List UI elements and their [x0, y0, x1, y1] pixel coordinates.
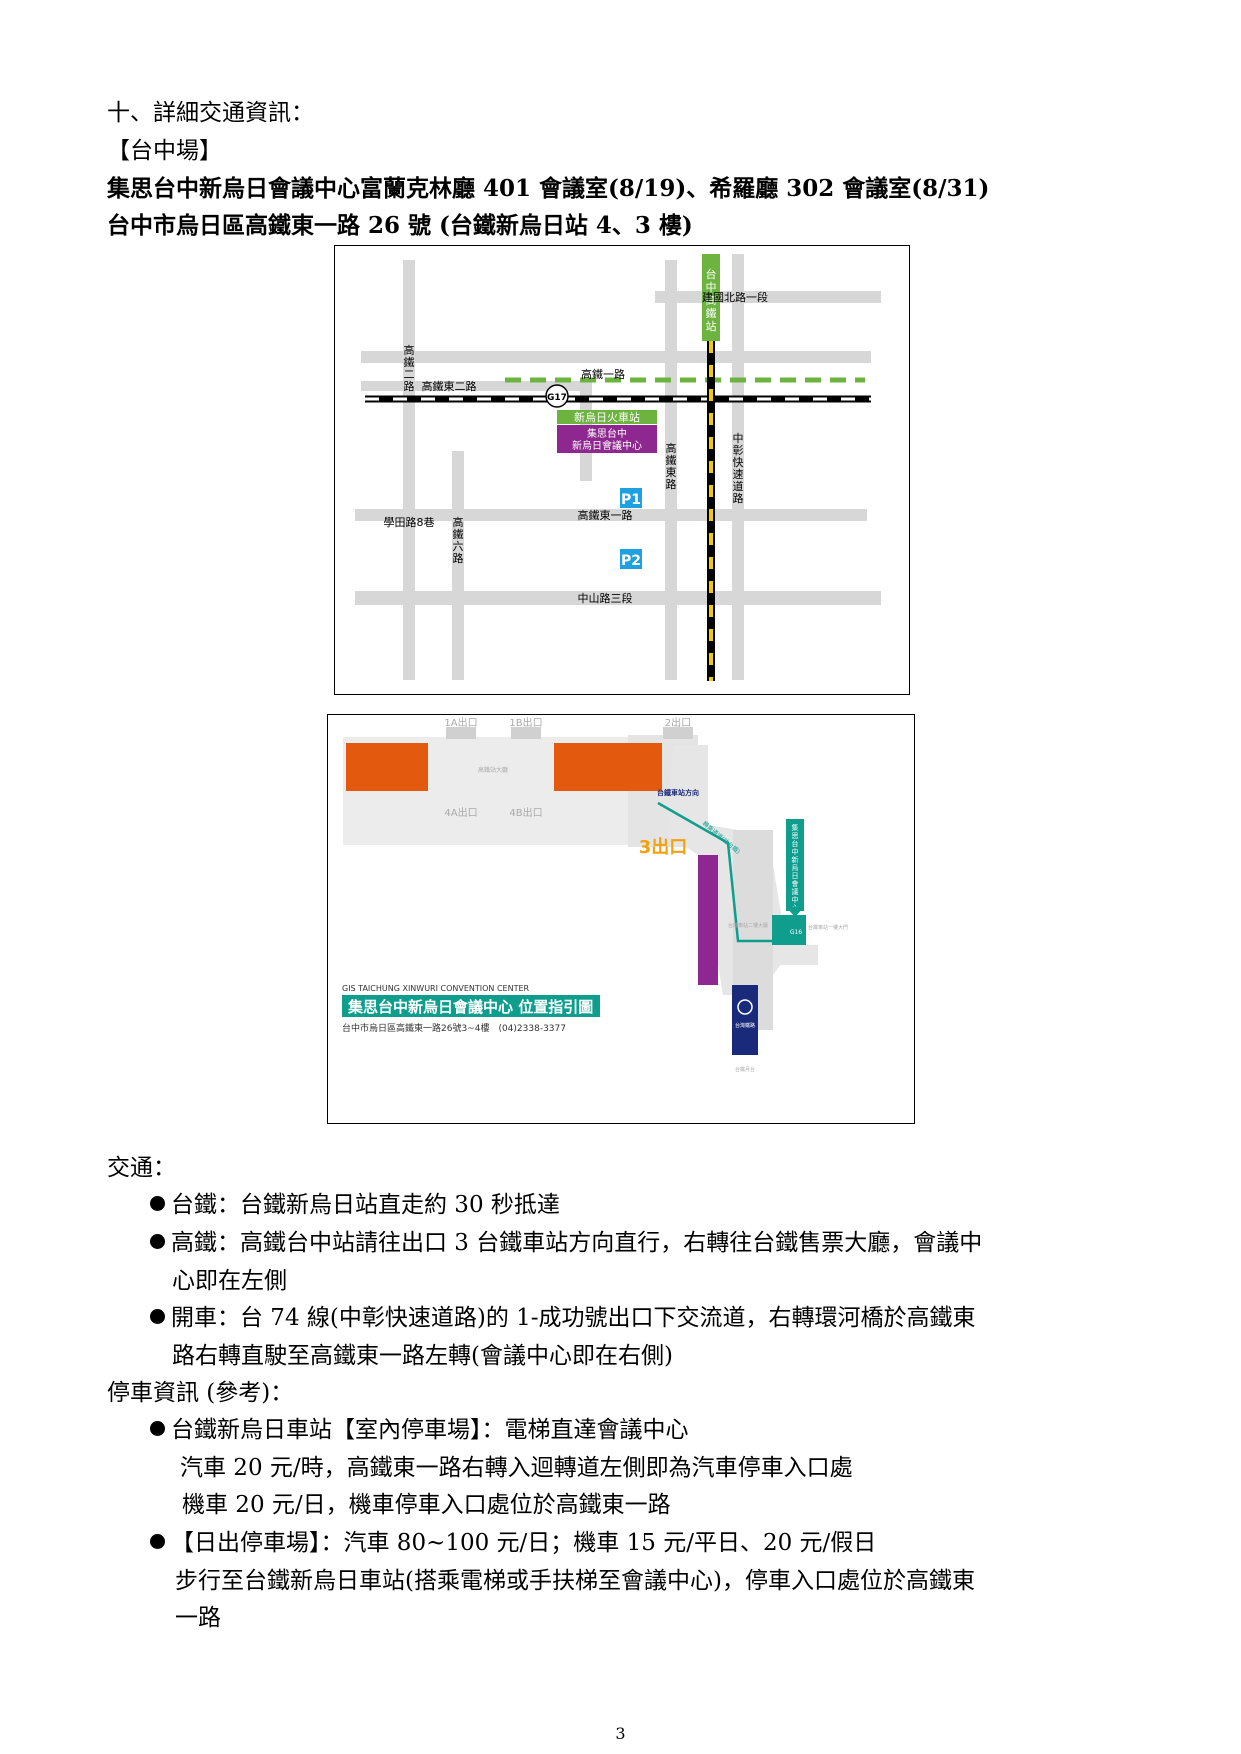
- parking-p1-icon: [620, 488, 642, 508]
- bottom-note: 台鐵月台: [735, 1066, 755, 1073]
- title-en: GIS TAICHUNG XINWURI CONVENTION CENTER: [342, 984, 530, 993]
- exit-1b-tab: [511, 727, 541, 739]
- tra-station-box: [557, 410, 657, 424]
- transport-hsr-cont: 心即在左側: [172, 1268, 287, 1294]
- bullet-icon: [150, 1196, 165, 1211]
- street-map-svg: 台中高鐵站 新烏日火車站 集思台中 新烏日會議中心 G17 P1 P2 建國北路…: [355, 254, 881, 681]
- building-guide-map: 1A出口 1B出口 2出口 4A出口 4B出口 高鐵站大廳 3出口 台鐵車站方向…: [327, 714, 915, 1124]
- label-gaotie-2: 高鐵二路: [404, 343, 415, 393]
- mrt-g16-label: G16: [790, 929, 802, 936]
- title-zh-box: [342, 995, 600, 1017]
- hsr-platform-left: [346, 743, 428, 791]
- route-line: [657, 801, 780, 943]
- exit-1b-label: 1B出口: [509, 716, 542, 729]
- road-gaotie-2: [403, 260, 415, 680]
- bullet-icon: [150, 1234, 165, 1249]
- road-gaotie-1: [361, 351, 871, 363]
- bullet-icon: [150, 1421, 165, 1436]
- road-jianguo-north: [655, 291, 881, 303]
- hsr-platform-right: [554, 743, 662, 791]
- parking-indoor: 台鐵新烏日車站【室內停車場】：電梯直達會議中心: [150, 1415, 689, 1445]
- parking-sunrise: 【日出停車場】：汽車 80~100 元/日；機車 15 元/平日、20 元/假日: [150, 1528, 876, 1558]
- mrt-g17-label: G17: [547, 393, 567, 403]
- down-arrow-icon: [786, 907, 804, 917]
- venue-label-1: 集思台中: [587, 427, 627, 440]
- tra-station-block: [732, 985, 758, 1055]
- center-note: 台鐵車站二樓大廳: [728, 922, 768, 929]
- transport-car-cont: 路右轉直駛至高鐵東一路左轉(會議中心即在右側): [172, 1343, 673, 1369]
- building-guide-svg: 1A出口 1B出口 2出口 4A出口 4B出口 高鐵站大廳 3出口 台鐵車站方向…: [342, 716, 848, 1073]
- transport-tra: 台鐵：台鐵新烏日站直走約 30 秒抵達: [150, 1190, 560, 1220]
- transport-title: 交通：: [107, 1155, 176, 1181]
- label-gaotie-east-2: 高鐵東二路: [422, 379, 477, 393]
- transport-car: 開車：台 74 線(中彰快速道路)的 1-成功號出口下交流道，右轉環河橋於高鐵東: [150, 1303, 976, 1333]
- bullet-icon: [150, 1309, 165, 1324]
- purple-walkway: [698, 855, 718, 985]
- exit-2-tab: [663, 727, 693, 739]
- label-zhongzhang: 中彰快速道路: [733, 432, 744, 505]
- page-number: 3: [615, 1724, 626, 1743]
- parking-title: 停車資訊 (參考)：: [107, 1380, 294, 1406]
- section-heading: 十、詳細交通資訊：: [107, 100, 314, 126]
- entrance-block: [778, 945, 818, 965]
- label-zhongshan: 中山路三段: [578, 591, 633, 605]
- road-gaotie-east: [665, 260, 677, 680]
- road-gaotie-east-2: [361, 381, 591, 391]
- exit-1a-tab: [446, 727, 476, 739]
- exit-1a-label: 1A出口: [444, 716, 477, 729]
- parking-sunrise-line3: 一路: [175, 1605, 221, 1631]
- venue-vertical-sign: [786, 819, 804, 911]
- venue-label-2: 新烏日會議中心: [572, 439, 642, 452]
- venue-vertical-label: 集思台中新烏日會議中心: [792, 823, 799, 912]
- title-zh: 集思台中新烏日會議中心 位置指引圖: [347, 998, 593, 1016]
- label-gaotie-6: 高鐵六路: [453, 515, 464, 565]
- label-jianguo: 建國北路一段: [702, 290, 768, 304]
- parking-p2-label: P2: [621, 553, 641, 569]
- road-zhongshan: [355, 591, 881, 605]
- parking-p1-label: P1: [621, 492, 641, 508]
- label-xuetian: 學田路8巷: [384, 516, 435, 529]
- tra-label: 台灣鐵路: [735, 1022, 755, 1029]
- tra-logo-icon: [737, 999, 753, 1015]
- exit-4a-label: 4A出口: [444, 806, 477, 819]
- mrt-g16-block: [772, 915, 806, 945]
- exit-4b-label: 4B出口: [509, 806, 542, 819]
- hall-label: 高鐵站大廳: [478, 766, 508, 774]
- transport-hsr: 高鐵：高鐵台中站請往出口 3 台鐵車站方向直行，右轉往台鐵售票大廳，會議中: [150, 1228, 982, 1258]
- road-gaotie-6: [452, 451, 464, 680]
- label-gaotie-1: 高鐵一路: [581, 367, 625, 381]
- tra-direction-label: 台鐵車站方向: [657, 788, 699, 797]
- label-gaotie-east: 高鐵東路: [666, 441, 677, 491]
- road-network: [355, 254, 881, 680]
- venue-name: 集思台中新烏日會議中心富蘭克林廳 401 會議室(8/19)、希羅廳 302 會…: [107, 175, 990, 202]
- exit-3-label: 3出口: [639, 836, 688, 858]
- mrt-g17-icon: [545, 384, 569, 408]
- parking-sunrise-line2: 步行至台鐵新烏日車站(搭乘電梯或手扶梯至會議中心)，停車入口處位於高鐵東: [175, 1568, 975, 1594]
- hsr-station-label: 台中高鐵站: [706, 267, 717, 333]
- hsr-station-block: [702, 254, 720, 341]
- street-map: 台中高鐵站 新烏日火車站 集思台中 新烏日會議中心 G17 P1 P2 建國北路…: [334, 245, 910, 695]
- address-line: 台中市烏日區高鐵東一路26號3~4樓 (04)2338-3377: [342, 1022, 566, 1034]
- venue-group-heading: 【台中場】: [107, 138, 222, 164]
- parking-indoor-car: 汽車 20 元/時，高鐵東一路右轉入迴轉道左側即為汽車停車入口處: [180, 1455, 853, 1481]
- road-gaotie-east-1: [355, 509, 867, 521]
- entrance-note: 台鐵車站一樓大門: [808, 924, 848, 931]
- bullet-icon: [150, 1534, 165, 1549]
- parking-indoor-moto: 機車 20 元/日，機車停車入口處位於高鐵東一路: [182, 1492, 671, 1518]
- venue-box: [557, 425, 657, 453]
- label-gaotie-east-1: 高鐵東一路: [578, 508, 633, 522]
- exit-2-label: 2出口: [665, 716, 691, 729]
- tra-station-label: 新烏日火車站: [574, 410, 640, 424]
- parking-p2-icon: [620, 549, 642, 569]
- venue-address: 台中市烏日區高鐵東一路 26 號 (台鐵新烏日站 4、3 樓): [107, 212, 693, 239]
